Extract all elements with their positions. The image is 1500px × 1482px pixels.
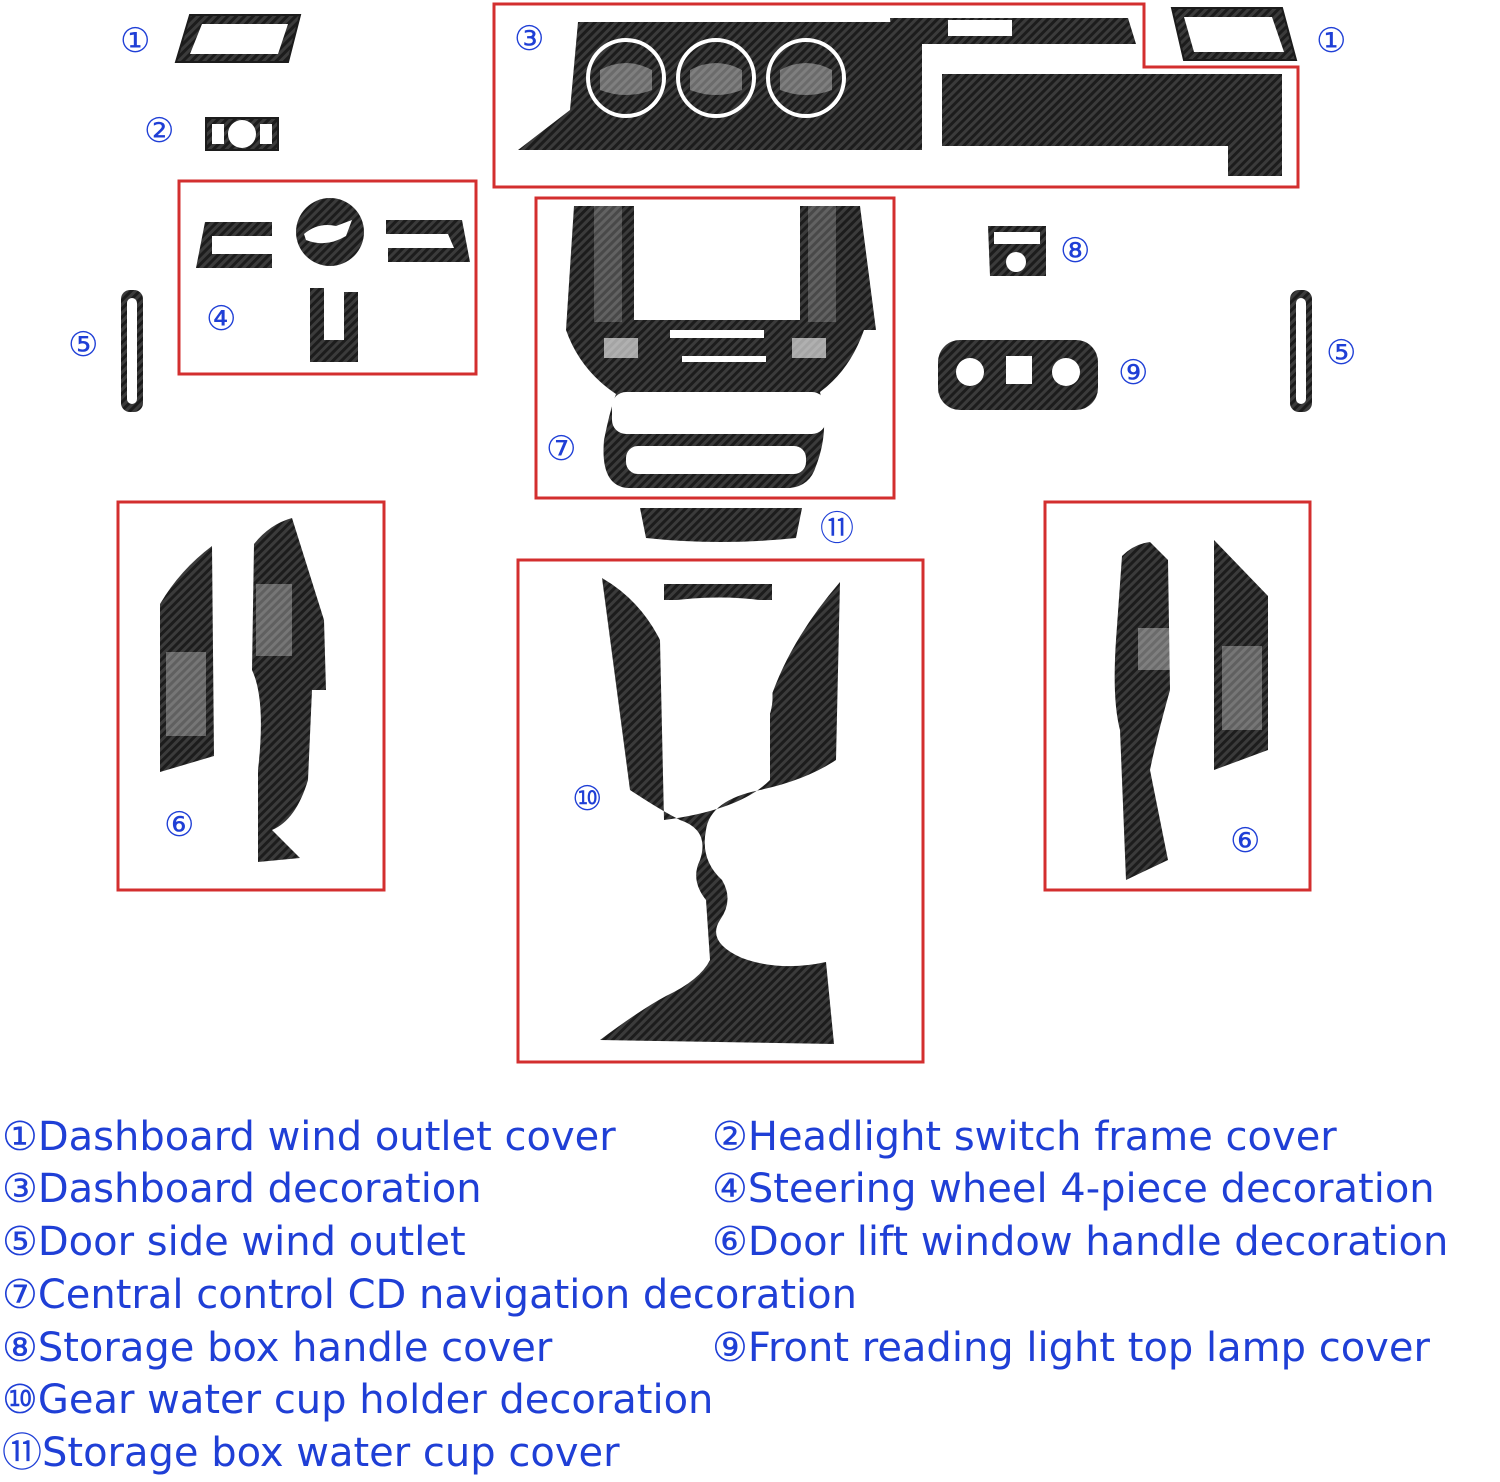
legend-item-11: ⑪Storage box water cup cover [2, 1430, 620, 1476]
callout-8: ⑧ [1060, 231, 1091, 271]
callout-1-right: ① [1316, 21, 1347, 61]
gear-cup-holder-decoration [600, 578, 840, 1044]
dashboard-decoration [518, 18, 1282, 176]
group-frames [116, 2, 1312, 1064]
legend-item-5: ⑤Door side wind outlet [2, 1219, 466, 1265]
wind-outlet-cover-left-opening [190, 24, 288, 54]
legend-item-2: ②Headlight switch frame cover [712, 1114, 1337, 1160]
reading-light-lamp-cover [938, 340, 1098, 410]
door-handle-decoration-right [1114, 540, 1268, 880]
steering-wheel-pieces [196, 198, 470, 362]
legend-item-7: ⑦Central control CD navigation decoratio… [2, 1272, 857, 1318]
door-side-wind-outlet-right [1290, 290, 1312, 412]
parts-diagram: ① ① ② ③ ④ ⑤ ⑤ ⑥ ⑥ ⑦ ⑧ ⑨ ⑩ ⑪ [68, 2, 1357, 1064]
parts-drawing [116, 2, 1312, 1064]
callout-5-left: ⑤ [68, 325, 99, 365]
wind-outlet-cover-right-opening [1184, 17, 1284, 52]
legend-item-1: ①Dashboard wind outlet cover [2, 1114, 616, 1160]
legend-item-6: ⑥Door lift window handle decoration [712, 1219, 1449, 1265]
door-side-wind-outlet-left [121, 290, 143, 412]
callout-2: ② [144, 111, 175, 151]
door-handle-decoration-left [160, 518, 326, 862]
legend-item-8: ⑧Storage box handle cover [2, 1325, 553, 1371]
callout-9: ⑨ [1118, 353, 1149, 393]
callout-6-left: ⑥ [164, 805, 195, 845]
frame-gear-cup-holder [516, 558, 925, 1064]
frame-door-handle-right [1043, 500, 1312, 892]
legend-item-3: ③Dashboard decoration [2, 1166, 482, 1212]
callout-3: ③ [514, 19, 545, 59]
callout-11: ⑪ [820, 509, 854, 549]
central-control-cd-decoration [566, 206, 876, 488]
headlight-switch-frame [205, 117, 279, 151]
callout-5-right: ⑤ [1326, 333, 1357, 373]
legend-item-9: ⑨Front reading light top lamp cover [712, 1325, 1430, 1371]
frame-steering-wheel [177, 179, 478, 376]
callout-1-left: ① [120, 21, 151, 61]
legend-item-10: ⑩Gear water cup holder decoration [2, 1377, 714, 1423]
frame-central-control [534, 196, 896, 500]
frame-dashboard [492, 2, 1300, 189]
callout-10: ⑩ [572, 779, 603, 819]
legend-item-4: ④Steering wheel 4-piece decoration [712, 1166, 1435, 1212]
callout-4: ④ [206, 299, 237, 339]
frame-door-handle-left [116, 500, 386, 892]
storage-box-handle-cover [988, 226, 1046, 276]
storage-box-water-cup-cover [640, 508, 802, 542]
callout-7: ⑦ [546, 429, 577, 469]
callout-6-right: ⑥ [1230, 821, 1261, 861]
parts-legend: ①Dashboard wind outlet cover ②Headlight … [0, 1108, 1500, 1482]
